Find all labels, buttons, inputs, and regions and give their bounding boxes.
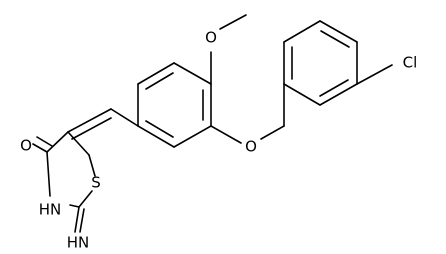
exocyclic-double-bond [67, 108, 139, 140]
bond-c5-s [67, 131, 90, 156]
bond-c5-ch-double [71, 117, 112, 140]
ring-inner-1 [145, 72, 174, 90]
chlorine-label: Cl [403, 54, 418, 72]
ring2-inner-2 [320, 30, 350, 48]
methoxy-oxygen-label: O [205, 29, 217, 47]
bond-ring-cl [356, 64, 393, 85]
ring-inner-3 [145, 120, 174, 138]
bond-n3-c2 [69, 204, 80, 208]
ring2-bond-5 [283, 20, 321, 43]
ring-nh-label: HN [39, 201, 62, 219]
bond-s-c2a [88, 154, 96, 177]
bond-c4-o-double [36, 136, 53, 147]
ether-oxygen-label: O [245, 138, 257, 156]
ring2-bond-4 [319, 20, 358, 43]
bond-c5-ch [67, 108, 112, 133]
bond-c2-n-imine [74, 206, 80, 233]
ring-bond-3 [173, 62, 212, 85]
bond-c2-n-imine-double [79, 208, 85, 233]
imine-group [74, 206, 85, 233]
bond-c4-n3 [46, 151, 51, 197]
thiazolidinone-ring [46, 131, 96, 208]
carbonyl-oxygen-label: O [20, 137, 32, 155]
benzyl-ether [210, 83, 285, 144]
bond-ring-o-ether [210, 125, 242, 144]
bond-c5-c4 [46, 131, 69, 153]
ring-bond-5 [173, 125, 212, 148]
ring-bond-2 [137, 62, 175, 85]
bond-o-ch2 [260, 125, 285, 140]
carbonyl-group [32, 136, 53, 153]
bond-o-ch3 [219, 14, 247, 30]
bond-c4-o [32, 143, 48, 153]
sulfur-label: S [91, 174, 101, 192]
chlorophenyl-ring [283, 20, 393, 106]
ring-bond-6 [137, 125, 175, 148]
central-benzene-ring [137, 62, 212, 148]
bond-ch-ring [110, 108, 139, 127]
bond-c2-s [78, 190, 93, 208]
methoxy-group [210, 14, 247, 85]
ring2-bond-1 [283, 83, 321, 106]
imine-nh-label: HN [67, 234, 90, 252]
ring2-inner-1 [319, 79, 349, 97]
ring2-bond-2 [319, 83, 358, 106]
